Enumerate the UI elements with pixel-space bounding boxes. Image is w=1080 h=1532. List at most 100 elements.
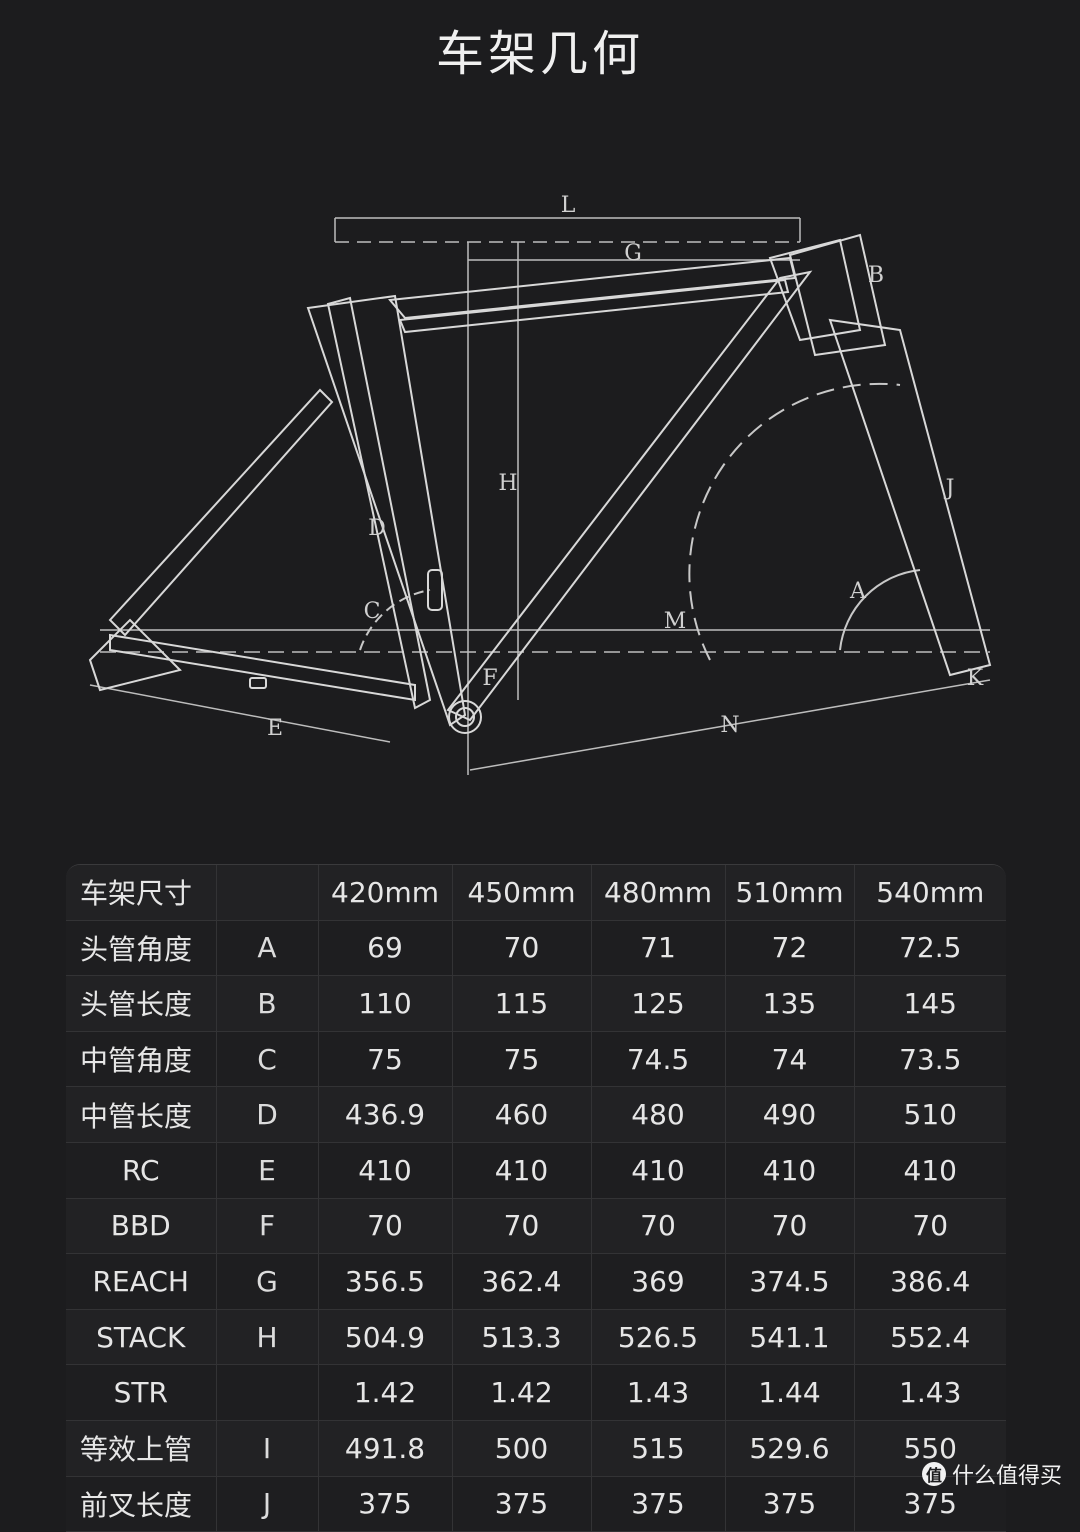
row-value: 75 [318,1031,453,1088]
label-L: L [561,193,576,218]
row-value: 369 [591,1253,726,1310]
row-value: 1.44 [725,1364,855,1421]
row-value: 125 [591,975,726,1032]
row-value: 552.4 [854,1309,1006,1366]
row-value: 510 [854,1086,1006,1143]
label-A: A [849,579,867,604]
label-J: J [944,476,955,501]
label-D: D [368,516,386,541]
row-value: 135 [725,975,855,1032]
row-code: A [216,920,319,977]
table-row: 中管长度 D 436.9 460 480 490 510 [66,1086,1006,1143]
row-value: 1.43 [854,1364,1006,1421]
row-value: 410 [725,1142,855,1199]
table-row: STACK H 504.9 513.3 526.5 541.1 552.4 [66,1309,1006,1366]
row-value: 375 [591,1476,726,1532]
row-value: 504.9 [318,1309,453,1366]
dimension-lines [89,217,991,775]
row-value: 410 [854,1142,1006,1199]
label-M: M [664,609,687,634]
row-value: 70 [452,1198,592,1255]
row-value: 460 [452,1086,592,1143]
row-name: 头管长度 [66,975,217,1032]
row-value: 410 [452,1142,592,1199]
row-value: 1.42 [452,1364,592,1421]
table-row: 中管角度 C 75 75 74.5 74 73.5 [66,1031,1006,1088]
table-row: 等效上管 I 491.8 500 515 529.6 550 [66,1420,1006,1477]
header-size: 510mm [725,865,855,921]
row-value: 74 [725,1031,855,1088]
row-value: 356.5 [318,1253,453,1310]
row-value: 70 [318,1198,453,1255]
row-value: 145 [854,975,1006,1032]
header-code [216,865,319,921]
row-value: 513.3 [452,1309,592,1366]
row-name: 中管角度 [66,1031,217,1088]
table-row: 前叉长度 J 375 375 375 375 375 [66,1476,1006,1532]
table-row: 头管角度 A 69 70 71 72 72.5 [66,920,1006,977]
row-value: 491.8 [318,1420,453,1477]
row-name: 头管角度 [66,920,217,977]
row-value: 386.4 [854,1253,1006,1310]
table-row: STR 1.42 1.42 1.43 1.44 1.43 [66,1364,1006,1421]
table-row: REACH G 356.5 362.4 369 374.5 386.4 [66,1253,1006,1310]
table-row: RC E 410 410 410 410 410 [66,1142,1006,1199]
geometry-table: 车架尺寸 420mm 450mm 480mm 510mm 540mm 头管角度 … [66,864,1006,1532]
row-value: 1.43 [591,1364,726,1421]
row-value: 375 [452,1476,592,1532]
label-N: N [720,713,739,738]
row-value: 1.42 [318,1364,453,1421]
frame-geometry-diagram: L G B H J D C A M F K E N [70,180,1010,800]
row-value: 375 [725,1476,855,1532]
row-value: 75 [452,1031,592,1088]
row-value: 72 [725,920,855,977]
row-name: STR [66,1364,217,1421]
row-value: 490 [725,1086,855,1143]
header-frame-size: 车架尺寸 [66,865,217,921]
label-B: B [868,263,884,288]
row-value: 550 [854,1420,1006,1477]
row-code: E [216,1142,319,1199]
row-value: 362.4 [452,1253,592,1310]
row-value: 70 [591,1198,726,1255]
row-value: 71 [591,920,726,977]
row-name: BBD [66,1198,217,1255]
watermark: 值 什么值得买 [921,1458,1062,1490]
row-value: 529.6 [725,1420,855,1477]
watermark-text: 什么值得买 [951,1464,1062,1489]
row-value: 515 [591,1420,726,1477]
row-value: 74.5 [591,1031,726,1088]
row-code: C [216,1031,319,1088]
row-name: 中管长度 [66,1086,217,1143]
label-G: G [624,241,642,266]
row-value: 70 [854,1198,1006,1255]
row-code: G [216,1253,319,1310]
row-value: 541.1 [725,1309,855,1366]
row-value: 72.5 [854,920,1006,977]
row-code: J [216,1476,319,1532]
row-value: 526.5 [591,1309,726,1366]
row-value: 110 [318,975,453,1032]
header-size: 540mm [854,865,1006,921]
label-E: E [267,716,283,741]
row-code [216,1364,319,1421]
row-name: STACK [66,1309,217,1366]
row-value: 410 [591,1142,726,1199]
row-name: RC [66,1142,217,1199]
smzdm-logo-icon: 值 [921,1462,946,1486]
header-size: 480mm [591,865,726,921]
row-value: 73.5 [854,1031,1006,1088]
row-code: I [216,1420,319,1477]
header-size: 450mm [452,865,592,921]
table-row: 头管长度 B 110 115 125 135 145 [66,975,1006,1032]
row-code: D [216,1086,319,1143]
row-name: REACH [66,1253,217,1310]
row-value: 69 [318,920,453,977]
row-code: F [216,1198,319,1255]
table-row: BBD F 70 70 70 70 70 [66,1198,1006,1255]
header-size: 420mm [318,865,453,921]
table-header-row: 车架尺寸 420mm 450mm 480mm 510mm 540mm [66,865,1006,921]
row-value: 70 [725,1198,855,1255]
row-value: 436.9 [318,1086,453,1143]
row-value: 70 [452,920,592,977]
